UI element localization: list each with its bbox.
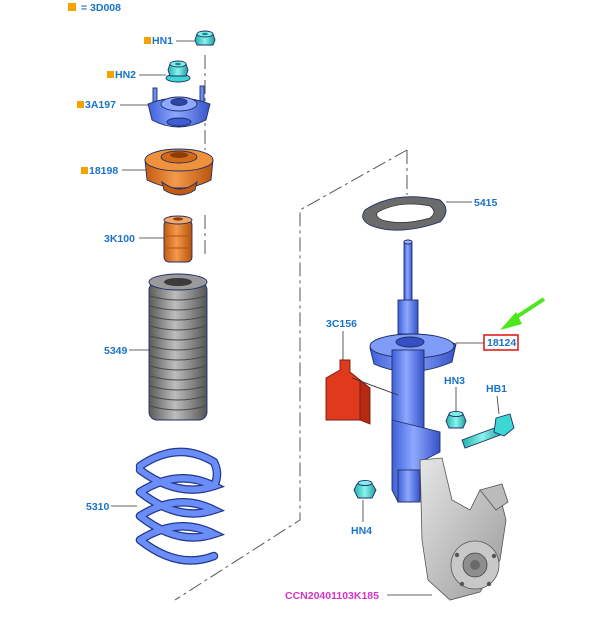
top-mount-3a197[interactable] [147, 85, 211, 128]
nut-hn1[interactable] [194, 30, 216, 46]
label-18124: 18124 [487, 337, 516, 349]
nut-hn4[interactable] [353, 479, 377, 499]
legend: = 3D008 [68, 2, 121, 14]
label-hb1: HB1 [486, 383, 507, 395]
callout-5349: 5349 [104, 345, 150, 357]
callout-hb1: HB1 [486, 383, 507, 415]
steering-knuckle [419, 457, 509, 601]
callout-hn4: HN4 [351, 500, 372, 537]
callout-3k100: 3K100 [104, 233, 164, 245]
callout-18198: 18198 [81, 165, 146, 177]
spring-seat-18198[interactable] [144, 148, 214, 196]
green-arrow-icon [500, 297, 546, 330]
strut-18124[interactable] [369, 239, 457, 503]
label-3a197: 3A197 [85, 99, 116, 111]
nut-hn3[interactable] [445, 410, 467, 429]
label-hn4: HN4 [351, 525, 372, 537]
bracket-3c156[interactable] [325, 359, 399, 425]
callout-hn3: HN3 [444, 375, 465, 412]
legend-marker [68, 3, 76, 11]
label-18198: 18198 [89, 165, 118, 177]
callout-3c156: 3C156 [326, 318, 357, 360]
callout-5415: 5415 [446, 197, 498, 209]
callout-hn1: HN1 [144, 35, 195, 47]
bolt-hb1[interactable] [461, 413, 515, 449]
callout-hn2: HN2 [107, 69, 166, 81]
dust-boot-5349[interactable] [148, 273, 208, 421]
highlight-box-18124 [483, 334, 519, 351]
diagram-code: CCN20401103K185 [285, 590, 379, 602]
label-5349: 5349 [104, 345, 128, 357]
label-3k100: 3K100 [104, 233, 135, 245]
callout-5310: 5310 [86, 501, 137, 513]
label-5415: 5415 [474, 197, 498, 209]
label-hn3: HN3 [444, 375, 465, 387]
label-hn2: HN2 [115, 69, 136, 81]
label-5310: 5310 [86, 501, 110, 513]
bump-stop-3k100[interactable] [163, 215, 193, 263]
callout-3a197: 3A197 [77, 99, 148, 111]
callout-18124: 18124 [456, 334, 519, 351]
nut-hn2[interactable] [165, 60, 191, 83]
legend-text: = 3D008 [81, 2, 121, 14]
callout-diagram-code: CCN20401103K185 [285, 590, 432, 602]
label-3c156: 3C156 [326, 318, 357, 330]
insulator-5415[interactable] [362, 196, 447, 231]
coil-spring-5310[interactable] [135, 447, 226, 565]
label-hn1: HN1 [152, 35, 173, 47]
assembly-centerlines [174, 55, 408, 601]
